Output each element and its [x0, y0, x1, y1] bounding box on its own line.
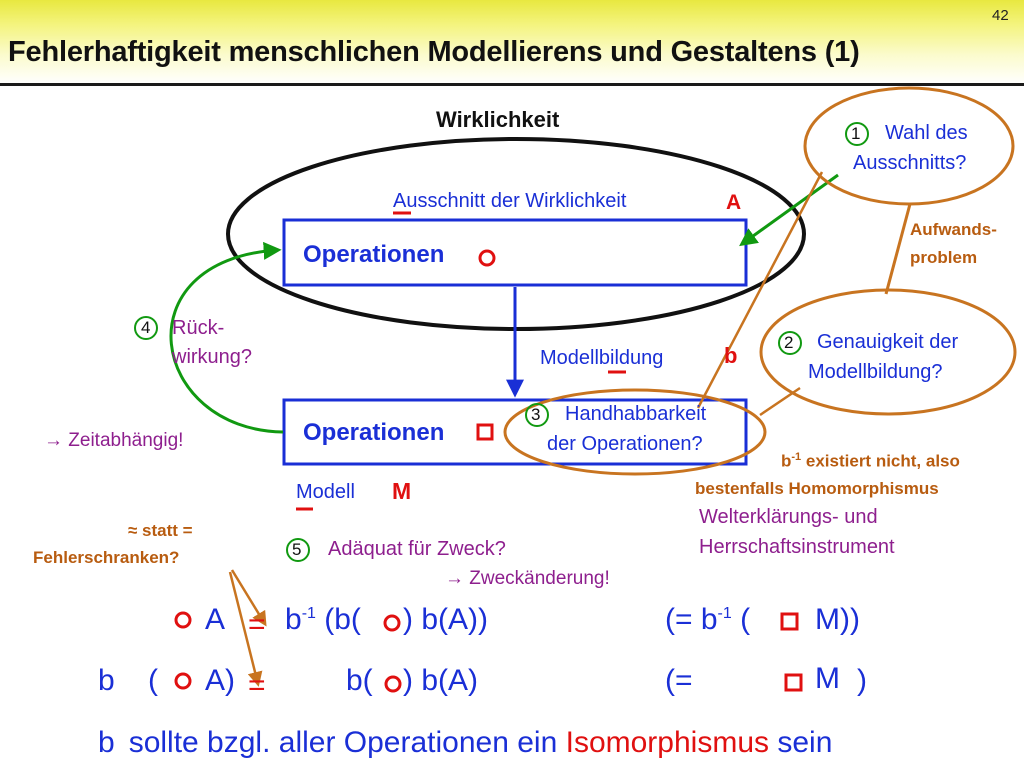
formula-alt-open: (= b: [665, 603, 718, 636]
formula-alt-sup: -1: [717, 605, 732, 622]
handling-line2: der Operationen?: [547, 433, 703, 455]
excerpt-symbol: A: [726, 191, 742, 214]
conclusion-text2: sein: [769, 726, 833, 759]
formula-row1-eq: =: [248, 608, 266, 641]
header-gradient: [0, 0, 1024, 84]
formula-circle-1: [174, 611, 192, 629]
effort-line2: problem: [910, 248, 978, 267]
number-circle-3: [525, 403, 549, 427]
world-explanation-line1: Welterklärungs- und: [699, 506, 878, 528]
handling-line1: Handhabbarkeit: [565, 403, 707, 425]
formula-row2-open: (: [148, 664, 158, 697]
formula-alt-paren: (: [731, 603, 751, 636]
error-bounds-line1: ≈ statt =: [128, 521, 193, 540]
number-circle-1: [845, 122, 869, 146]
inverse-b: b: [781, 451, 792, 471]
adequate-number: 5: [292, 540, 302, 559]
arrow-right-icon: →: [44, 430, 69, 451]
formula-square-2: [784, 673, 803, 692]
formula-row2-alt-close: ): [857, 664, 867, 697]
modelling-label: Modellbildung: [540, 347, 664, 369]
selection-ellipse: [803, 86, 1015, 206]
error-bounds-line2: Fehlerschranken?: [33, 548, 180, 567]
model-label: Modell: [296, 481, 355, 503]
formula-paren-b: (b(: [315, 603, 361, 636]
number-circle-5: [286, 538, 310, 562]
formula-row2-close: ) b(A): [403, 664, 478, 697]
formula-row2-a: A): [205, 664, 235, 697]
formula-b: b: [285, 603, 302, 636]
operation-square-symbol: [476, 423, 494, 441]
formula-row1-main: b-1 (b(: [285, 605, 361, 635]
excerpt-label: Ausschnitt der Wirklichkeit: [393, 190, 627, 212]
formula-row1-close: ) b(A)): [403, 603, 488, 636]
operations-bottom-label: Operationen: [303, 419, 445, 446]
formula-row1-alt: (= b-1 (: [665, 605, 750, 635]
formula-row2-alt-open: (=: [665, 664, 693, 697]
conclusion-isomorphism: Isomorphismus: [565, 726, 770, 759]
inverse-sup: -1: [791, 451, 802, 463]
handling-number: 3: [531, 405, 541, 424]
feedback-line1: Rück-: [172, 317, 225, 339]
modelling-symbol: b: [724, 343, 738, 368]
model-symbol: M: [392, 478, 412, 504]
formula-circle-2: [383, 614, 401, 632]
formula-row2-b: b: [98, 664, 115, 697]
time-dependent-note: → Zeitabhängig!: [44, 431, 183, 450]
selection-number: 1: [851, 124, 861, 143]
connector-selection-model: [696, 171, 824, 409]
inverse-note-line1: b-1 existiert nicht, also: [781, 452, 960, 470]
accuracy-line1: Genauigkeit der: [817, 331, 959, 353]
reality-label: Wirklichkeit: [436, 107, 560, 132]
feedback-line2: wirkung?: [172, 346, 253, 368]
page-title: Fehlerhaftigkeit menschlichen Modelliere…: [8, 36, 860, 68]
purpose-change-text: Zweckänderung!: [469, 568, 610, 589]
formula-row1-alt-m: M)): [815, 603, 860, 636]
formula-row2-b-paren: b(: [346, 664, 373, 697]
title-underline: [0, 83, 1024, 86]
formula-row2-alt-m: M: [815, 662, 840, 695]
formula-row2-eq: =: [248, 669, 266, 702]
effort-line1: Aufwands-: [910, 220, 997, 239]
operation-circle-symbol: [478, 249, 496, 267]
operations-box-top: [282, 218, 748, 287]
error-arrow-2: [228, 571, 263, 687]
conclusion-text1: sollte bzgl. aller Operationen ein: [128, 726, 566, 759]
conclusion-b: b: [98, 726, 115, 759]
formula-circle-3: [174, 672, 192, 690]
selection-arrow: [739, 173, 839, 247]
conclusion-line: b sollte bzgl. aller Operationen ein Isom…: [98, 728, 832, 758]
selection-line2: Ausschnitts?: [853, 152, 967, 174]
purpose-change-note: → Zweckänderung!: [445, 569, 610, 588]
accuracy-ellipse: [759, 288, 1017, 416]
world-explanation-line2: Herrschaftsinstrument: [699, 536, 895, 558]
connector-selection-accuracy: [884, 203, 912, 295]
arrow-right-icon: →: [445, 568, 470, 589]
time-dependent-text: Zeitabhängig!: [68, 430, 184, 451]
accuracy-number: 2: [784, 333, 794, 352]
operations-top-label: Operationen: [303, 241, 445, 268]
formula-square-1: [780, 612, 799, 631]
formula-sup: -1: [301, 605, 316, 622]
accuracy-line2: Modellbildung?: [808, 361, 943, 383]
number-circle-4: [134, 316, 158, 340]
number-circle-2: [778, 331, 802, 355]
operations-box-bottom: [282, 398, 748, 466]
inverse-note-line2: bestenfalls Homomorphismus: [695, 479, 939, 498]
adequate-text: Adäquat für Zweck?: [328, 538, 506, 560]
selection-line1: Wahl des: [885, 122, 968, 144]
feedback-curve: [169, 241, 284, 434]
page-number: 42: [992, 7, 1009, 24]
feedback-number: 4: [141, 318, 151, 337]
formula-row1-a: A: [205, 603, 226, 636]
error-arrow-1: [230, 569, 267, 627]
formula-circle-4: [384, 675, 402, 693]
inverse-rest: existiert nicht, also: [801, 451, 960, 471]
handling-ellipse: [503, 388, 767, 476]
